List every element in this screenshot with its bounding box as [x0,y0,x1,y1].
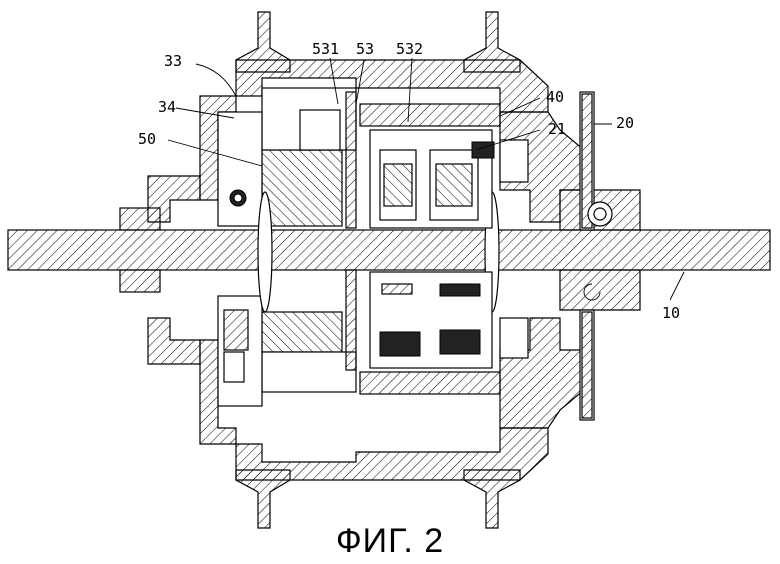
label-10: 10 [662,304,680,322]
axle-shaft [8,230,770,270]
label-21: 21 [548,120,566,138]
label-34: 34 [158,98,176,116]
label-53: 53 [356,40,374,58]
label-33: 33 [164,52,182,70]
label-40: 40 [546,88,564,106]
label-50: 50 [138,130,156,148]
figure-caption: ФИГ. 2 [336,522,444,560]
label-20: 20 [616,114,634,132]
label-531: 531 [312,40,339,58]
label-532: 532 [396,40,423,58]
